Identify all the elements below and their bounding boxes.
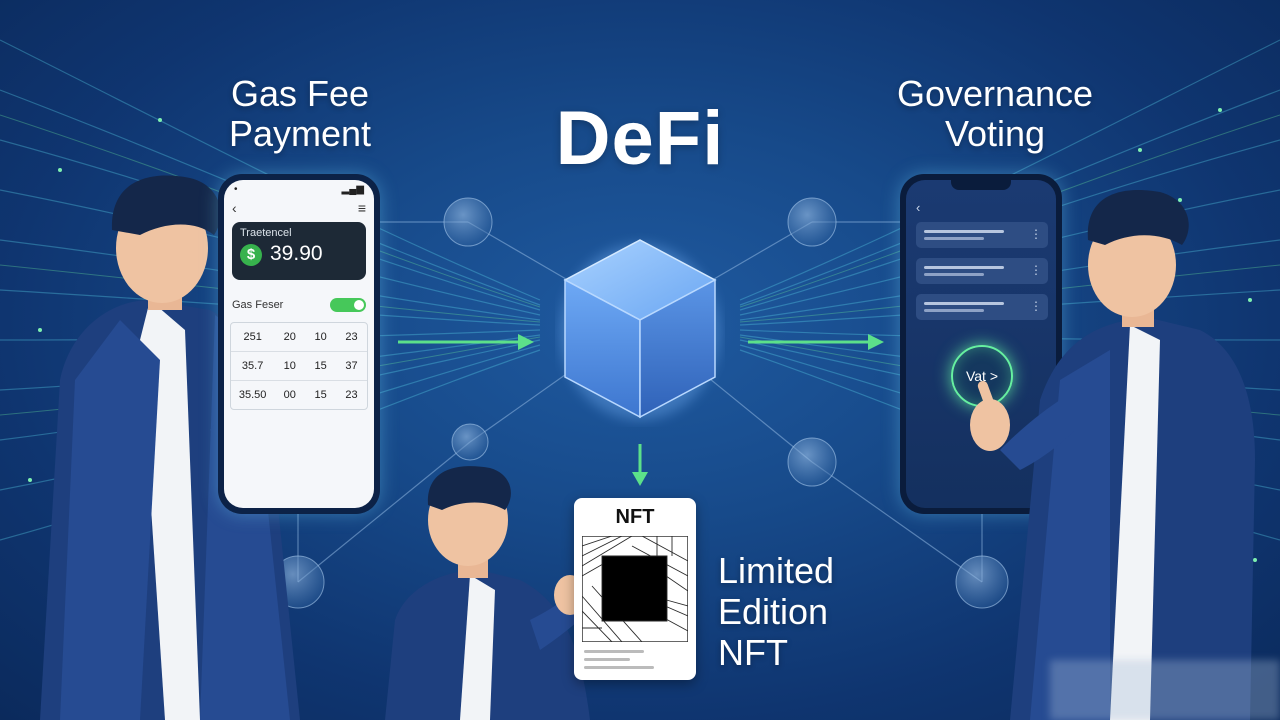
table-cell: 15 (314, 389, 327, 401)
arrow-right-icon: > (989, 368, 999, 384)
vote-button[interactable]: Vat > (951, 345, 1013, 407)
table-row: 35.7 10 15 37 (231, 352, 367, 381)
proposal-item[interactable]: ⋮ (916, 258, 1048, 284)
nft-card[interactable]: NFT (574, 498, 696, 680)
more-vertical-icon[interactable]: ⋮ (1030, 227, 1042, 241)
nft-label-line-1: Limited (718, 550, 835, 591)
phone-nav: ‹ ≡ (224, 198, 374, 218)
blockchain-cube-icon (560, 239, 720, 420)
table-row: 251 20 10 23 (231, 323, 367, 352)
table-cell: 35.50 (238, 389, 267, 401)
chevron-left-icon[interactable]: ‹ (232, 200, 237, 216)
table-cell: 20 (283, 331, 296, 343)
vote-button-label: Vat (965, 368, 986, 384)
more-vertical-icon[interactable]: ⋮ (1030, 299, 1042, 313)
phone-screen: •▂▄▆ ‹ ≡ Traetencel $ 39.90 Gas Feser 25… (224, 180, 374, 508)
watermark (1050, 660, 1280, 720)
gas-fee-toggle[interactable] (330, 298, 366, 312)
nft-label-line-3: NFT (718, 632, 788, 673)
nft-artwork-icon (582, 536, 688, 642)
nft-label: Limited Edition NFT (718, 550, 878, 673)
transaction-amount: 39.90 (270, 242, 323, 265)
table-cell: 00 (283, 389, 296, 401)
transaction-card: Traetencel $ 39.90 (232, 222, 366, 280)
hamburger-icon[interactable]: ≡ (357, 200, 366, 216)
status-bar: •▂▄▆ (234, 183, 364, 195)
table-cell: 23 (345, 389, 358, 401)
gas-fee-row: Gas Feser (232, 298, 366, 312)
phone-notch (951, 180, 1011, 190)
transaction-label: Traetencel (240, 227, 292, 239)
fee-table: 251 20 10 23 35.7 10 15 37 35.50 00 15 2… (230, 322, 368, 410)
table-cell: 23 (345, 331, 358, 343)
table-cell: 35.7 (241, 360, 264, 372)
dollar-coin-icon: $ (240, 244, 262, 266)
gas-fee-phone: •▂▄▆ ‹ ≡ Traetencel $ 39.90 Gas Feser 25… (218, 174, 380, 514)
table-row: 35.50 00 15 23 (231, 381, 367, 409)
chevron-left-icon[interactable]: ‹ (916, 200, 921, 215)
nft-card-title: NFT (615, 506, 655, 528)
proposal-item[interactable]: ⋮ (916, 222, 1048, 248)
page-title: DeFi (555, 96, 725, 181)
nft-label-line-2: Edition (718, 591, 829, 632)
table-cell: 251 (243, 331, 262, 343)
gas-fee-label-small: Gas Feser (232, 299, 284, 311)
more-vertical-icon[interactable]: ⋮ (1030, 263, 1042, 277)
table-cell: 15 (314, 360, 327, 372)
gas-fee-label: Gas Fee Payment (228, 73, 372, 154)
table-cell: 10 (314, 331, 327, 343)
proposal-item[interactable]: ⋮ (916, 294, 1048, 320)
table-cell: 37 (345, 360, 358, 372)
governance-label: Governance Voting (896, 73, 1094, 154)
table-cell: 10 (283, 360, 296, 372)
